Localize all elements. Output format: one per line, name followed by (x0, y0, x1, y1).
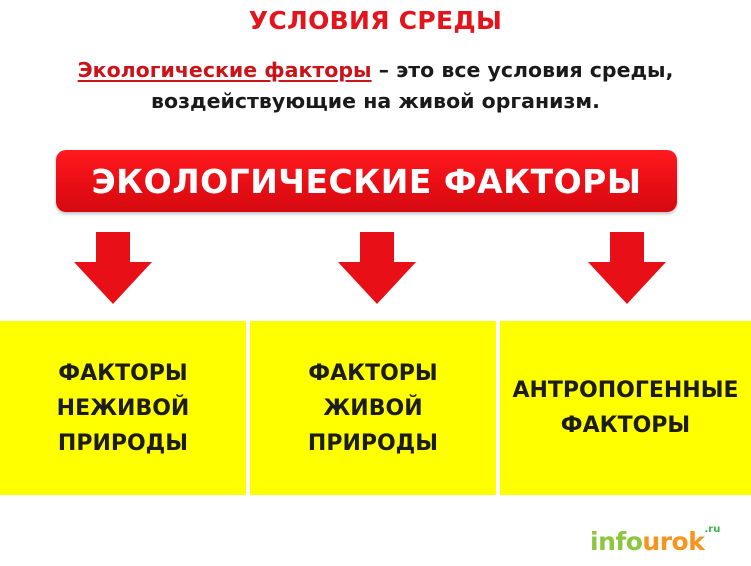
down-arrow-icon (588, 232, 666, 304)
banner-label: ЭКОЛОГИЧЕСКИЕ ФАКТОРЫ (91, 161, 642, 201)
down-arrow-icon (338, 232, 416, 304)
category-box-biotic: ФАКТОРЫ ЖИВОЙ ПРИРОДЫ (250, 321, 496, 495)
infourok-logo: infourok .ru (590, 524, 720, 556)
definition-line-2: воздействующие на живой организм. (151, 89, 600, 113)
category-label: ФАКТОРЫ НЕЖИВОЙ ПРИРОДЫ (56, 360, 190, 456)
definition-term: Экологические факторы (77, 58, 372, 82)
main-factors-banner: ЭКОЛОГИЧЕСКИЕ ФАКТОРЫ (56, 150, 677, 212)
logo-domain: .ru (704, 524, 721, 535)
definition-text: Экологические факторы – это все условия … (40, 55, 711, 117)
definition-line-1-rest: – это все условия среды, (371, 58, 674, 82)
category-box-abiotic: ФАКТОРЫ НЕЖИВОЙ ПРИРОДЫ (0, 321, 246, 495)
logo-part-2: urok (642, 527, 705, 556)
category-label: АНТРОПОГЕННЫЕ ФАКТОРЫ (512, 378, 739, 438)
down-arrow-icon (74, 232, 152, 304)
category-label: ФАКТОРЫ ЖИВОЙ ПРИРОДЫ (307, 360, 439, 456)
definition-line-1: Экологические факторы – это все условия … (40, 55, 711, 86)
category-box-anthropogenic: АНТРОПОГЕННЫЕ ФАКТОРЫ (500, 321, 751, 495)
logo-part-1: info (590, 527, 643, 556)
slide-title: УСЛОВИЯ СРЕДЫ (248, 6, 503, 35)
